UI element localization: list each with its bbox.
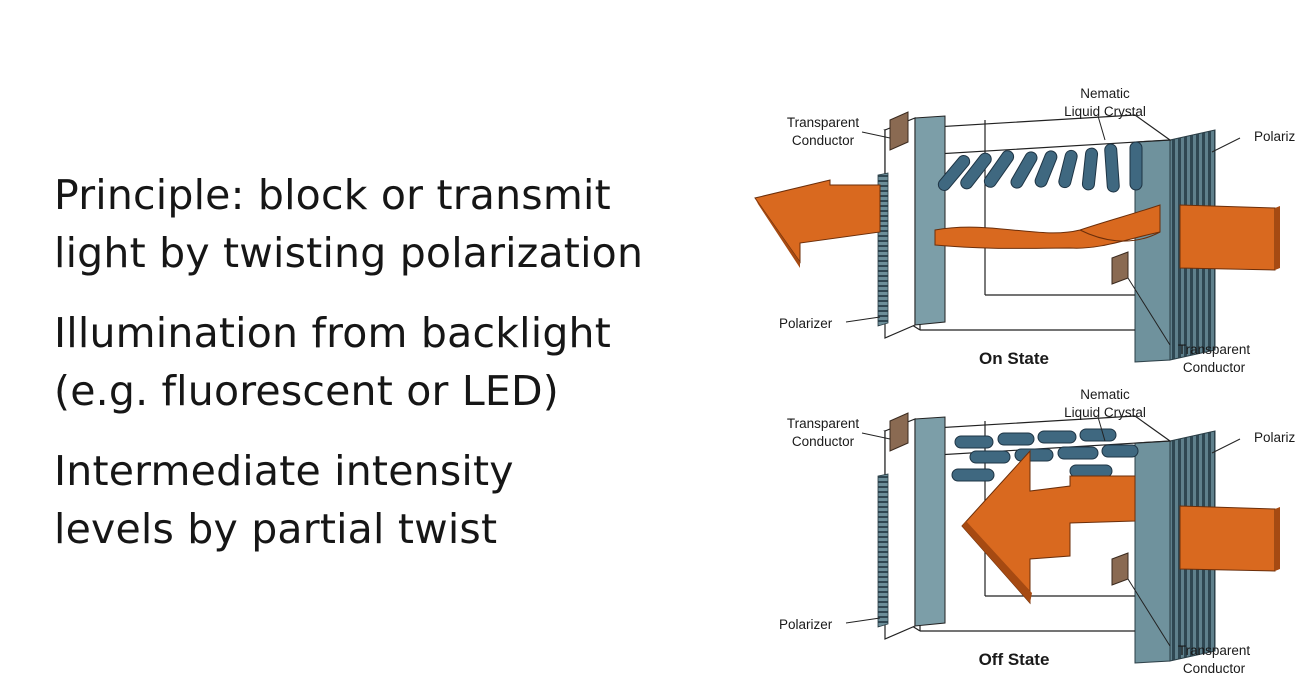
bullet-principle: Principle: block or transmit light by tw… — [54, 166, 694, 282]
on-outgoing-light-arrow — [754, 179, 881, 264]
on-left-conductor-tab — [889, 111, 909, 151]
bullet-illumination: Illumination from backlight (e.g. fluore… — [54, 304, 694, 420]
off-state-title: Off State — [979, 650, 1050, 669]
off-left-plate — [884, 418, 916, 640]
on-tc-left-label-line1: Transparent — [787, 115, 860, 130]
on-incoming-light-arrow — [1179, 204, 1276, 271]
off-nematic-label-line2: Liquid Crystal — [1064, 405, 1146, 420]
on-polarizer-left-label: Polarizer — [779, 316, 833, 331]
off-crystal-rods — [951, 428, 1139, 482]
bullet-illumination-line2: (e.g. fluorescent or LED) — [54, 367, 559, 415]
on-left-plate — [884, 117, 916, 339]
on-crystal-rods — [937, 141, 1143, 193]
off-polarizer-right-label: Polariz — [1254, 430, 1296, 445]
off-tc-right-label-line1: Transparent — [1178, 643, 1251, 658]
on-tc-right-label-line1: Transparent — [1178, 342, 1251, 357]
lcd-diagram: Nematic Liquid Crystal Transparent Condu… — [740, 80, 1300, 680]
off-right-conductor-tab — [1111, 552, 1129, 586]
off-tc-left-label-line1: Transparent — [787, 416, 860, 431]
bullet-intensity-line1: Intermediate intensity — [54, 447, 514, 495]
on-right-conductor-tab — [1111, 251, 1129, 285]
bullet-intensity-line2: levels by partial twist — [54, 505, 498, 553]
off-nematic-label-line1: Nematic — [1080, 387, 1130, 402]
off-left-polarizer — [877, 473, 889, 628]
off-incoming-light-arrow — [1179, 505, 1276, 572]
off-state-panel: Nematic Liquid Crystal Transparent Condu… — [779, 387, 1296, 676]
off-polarizer-left-label: Polarizer — [779, 617, 833, 632]
on-nematic-label-line2: Liquid Crystal — [1064, 104, 1146, 119]
off-tc-left-label-line2: Conductor — [792, 434, 855, 449]
off-left-conductor-tab — [889, 412, 909, 452]
on-twisted-light-beam — [934, 204, 1161, 249]
bullet-illumination-line1: Illumination from backlight — [54, 309, 612, 357]
on-nematic-label-line1: Nematic — [1080, 86, 1130, 101]
on-polarizer-right-label: Polariz — [1254, 129, 1296, 144]
bullet-intensity: Intermediate intensity levels by partial… — [54, 442, 694, 558]
on-state-panel: Nematic Liquid Crystal Transparent Condu… — [754, 86, 1296, 375]
on-tc-right-label-line2: Conductor — [1183, 360, 1246, 375]
off-tc-right-label-line2: Conductor — [1183, 661, 1246, 676]
bullet-principle-line2: light by twisting polarization — [54, 229, 644, 277]
on-tc-left-label-line2: Conductor — [792, 133, 855, 148]
bullet-principle-line1: Principle: block or transmit — [54, 171, 611, 219]
on-state-title: On State — [979, 349, 1049, 368]
slide-bullets: Principle: block or transmit light by tw… — [54, 166, 694, 580]
